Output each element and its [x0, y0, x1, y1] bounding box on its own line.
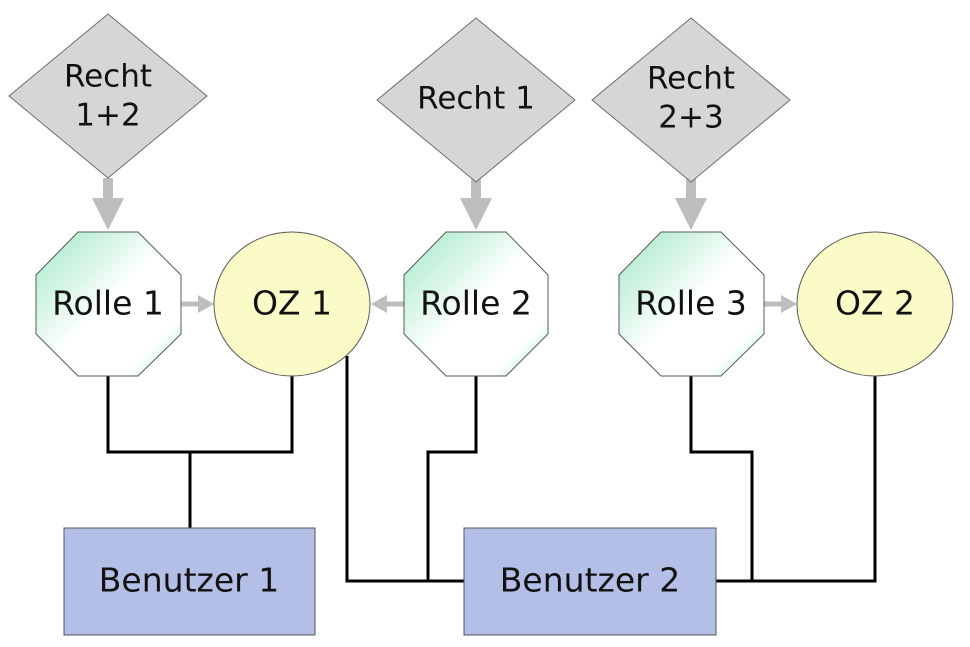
rights: Recht 1+2 Recht 1 Recht 2+3: [8, 13, 791, 183]
right-label-line-2: 2+3: [658, 100, 723, 136]
edge-oz2-benutzer2: [752, 376, 877, 583]
org-units: OZ 1 OZ 2: [213, 231, 954, 377]
edge-rolle2-benutzer2: [426, 376, 478, 581]
connector-lines: [106, 356, 877, 583]
right-recht-1-2: Recht 1+2: [8, 13, 208, 179]
edge-r1-rolle2: [460, 178, 492, 230]
edge-oz1-benutzer1: [190, 376, 294, 454]
role-label: Rolle 2: [420, 284, 532, 323]
edge-r23-rolle3: [675, 178, 707, 230]
org-unit-oz-2: OZ 2: [796, 231, 954, 377]
edge-rolle2-oz1: [371, 295, 404, 313]
role-label: Rolle 1: [52, 284, 164, 323]
org-unit-oz-1: OZ 1: [213, 231, 371, 377]
org-unit-label: OZ 2: [835, 284, 915, 323]
user-benutzer-1: Benutzer 1: [63, 527, 316, 636]
right-label-line-1: Recht 1: [417, 81, 535, 117]
role-rolle-3: Rolle 3: [618, 231, 765, 377]
org-unit-label: OZ 1: [252, 284, 332, 323]
user-label: Benutzer 2: [500, 561, 680, 600]
users: Benutzer 1 Benutzer 2: [63, 527, 717, 636]
right-label-line-2: 1+2: [75, 98, 140, 134]
edge-r12-rolle1: [92, 178, 124, 230]
edge-oz1-benutzer2: [345, 356, 464, 583]
user-benutzer-2: Benutzer 2: [463, 527, 717, 636]
right-label-line-1: Recht: [64, 59, 152, 95]
roles: Rolle 1 Rolle 2 Rolle 3: [35, 231, 765, 377]
role-rolle-1: Rolle 1: [35, 231, 182, 377]
edge-rolle1-benutzer1: [106, 376, 192, 528]
edge-rolle1-oz1: [181, 295, 214, 313]
role-label: Rolle 3: [635, 284, 747, 323]
role-rolle-2: Rolle 2: [403, 231, 549, 377]
edge-rolle3-oz2: [764, 295, 797, 313]
right-recht-2-3: Recht 2+3: [591, 17, 791, 183]
edge-rolle3-benutzer2: [689, 376, 754, 583]
right-label-line-1: Recht: [647, 61, 735, 97]
user-label: Benutzer 1: [99, 561, 279, 600]
right-recht-1: Recht 1: [376, 17, 576, 183]
